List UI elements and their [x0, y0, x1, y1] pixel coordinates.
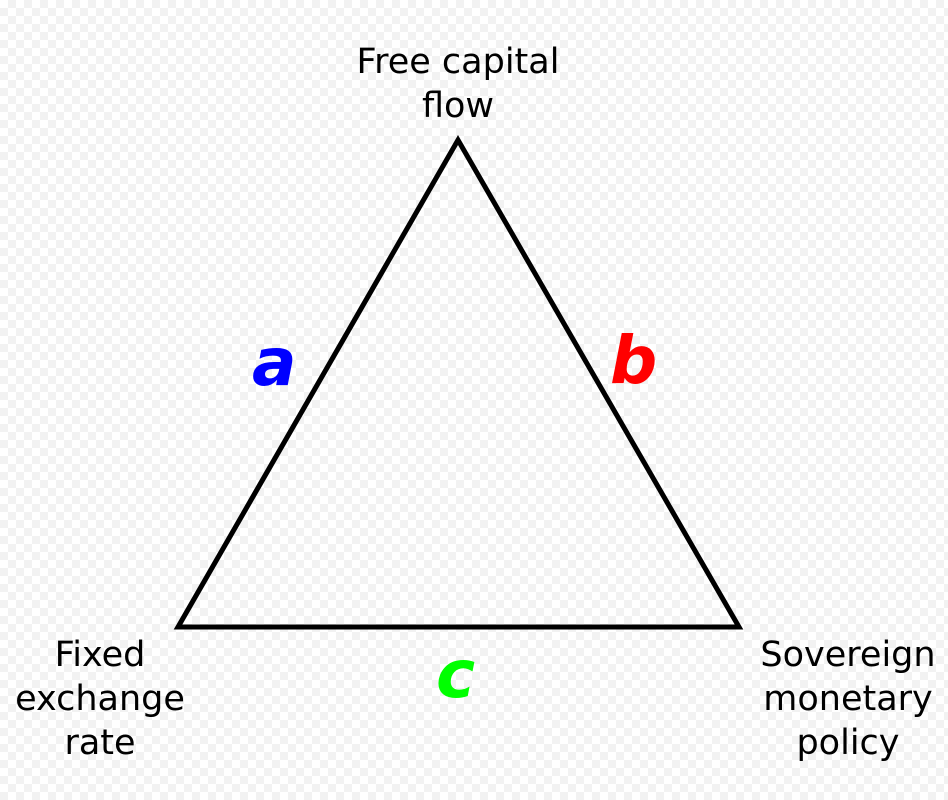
vertex-label-free-capital-flow: Free capital flow	[330, 40, 586, 128]
vertex-label-line: Fixed	[54, 635, 146, 675]
vertex-label-line: monetary	[763, 679, 933, 719]
trilemma-triangle	[173, 134, 744, 630]
vertex-label-line: rate	[64, 723, 136, 763]
vertex-label-sovereign-monetary-policy: Sovereign monetary policy	[748, 633, 948, 765]
vertex-label-line: flow	[421, 86, 495, 126]
edge-label-a: a	[252, 324, 297, 401]
edge-label-c: c	[436, 636, 476, 713]
vertex-label-line: policy	[796, 723, 900, 763]
vertex-label-line: Free capital	[356, 42, 560, 82]
vertex-label-line: Sovereign	[760, 635, 936, 675]
vertex-label-fixed-exchange-rate: Fixed exchange rate	[10, 633, 190, 765]
edge-label-b: b	[610, 322, 658, 399]
vertex-label-line: exchange	[15, 679, 185, 719]
